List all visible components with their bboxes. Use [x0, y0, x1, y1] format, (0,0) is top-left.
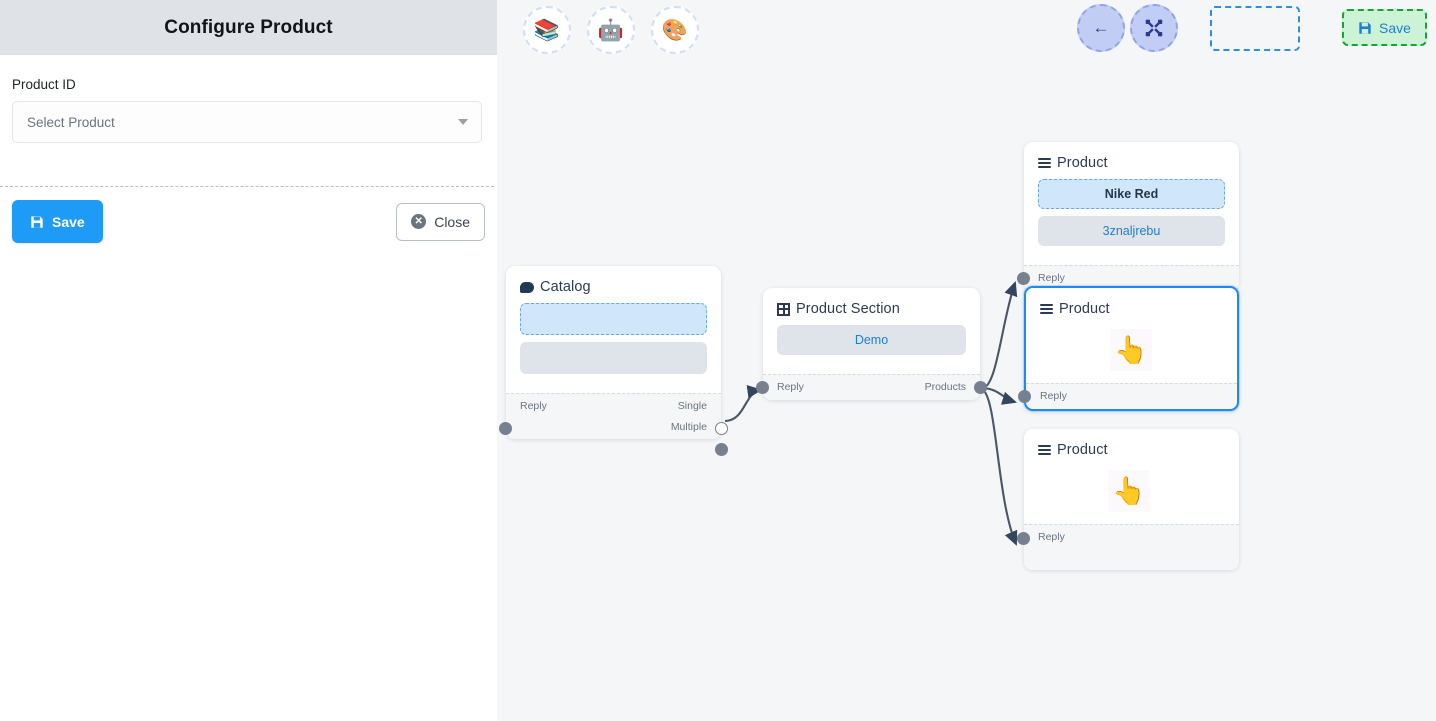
node-product-2-header: Product	[1026, 288, 1237, 323]
flow-canvas[interactable]: 📚 🤖 🎨 ← Save	[497, 0, 1436, 721]
robot-icon: 🤖	[597, 18, 625, 42]
node-catalog-title: Catalog	[540, 279, 591, 295]
panel-body: Product ID Select Product	[0, 55, 497, 143]
node-catalog-handle-single[interactable]	[715, 422, 728, 435]
node-product-section[interactable]: Product Section Demo Reply Products	[756, 288, 987, 400]
close-button-label: Close	[434, 213, 470, 230]
chevron-down-icon	[458, 119, 468, 125]
node-product-3[interactable]: Product 👆 Reply	[1017, 429, 1239, 570]
node-product-2-body: 👆	[1026, 323, 1237, 383]
hamburger-icon	[1038, 442, 1051, 457]
node-product-1-slot-0[interactable]: Nike Red	[1038, 179, 1225, 209]
toolbar-fit-view-button[interactable]	[1130, 4, 1178, 52]
close-circle-icon: ✕	[411, 214, 427, 229]
node-product-section-header: Product Section	[763, 288, 980, 323]
node-catalog-header: Catalog	[506, 266, 721, 301]
node-product-1-slot-1[interactable]: 3znaljrebu	[1038, 216, 1225, 246]
node-product-1-handle-reply[interactable]	[1017, 272, 1030, 285]
edge-section-to-product-1	[982, 281, 1018, 390]
toolbar-tool-palette[interactable]: 🎨	[651, 6, 699, 54]
edge-section-to-product-3	[982, 389, 1018, 546]
toolbar-tool-robot[interactable]: 🤖	[587, 6, 635, 54]
close-button[interactable]: ✕ Close	[396, 202, 485, 241]
node-product-2-handle-reply[interactable]	[1018, 390, 1031, 403]
node-product-3-footer: Reply	[1017, 524, 1239, 570]
toolbar-back-button[interactable]: ←	[1077, 4, 1125, 52]
node-product-3-title: Product	[1057, 442, 1108, 458]
node-product-1[interactable]: Product Nike Red 3znaljrebu Reply	[1017, 142, 1239, 291]
hamburger-icon	[1040, 301, 1053, 316]
node-product-section-footer: Reply Products	[756, 374, 987, 400]
node-product-section-slot-0-label: Demo	[854, 333, 889, 347]
node-catalog-port-reply-label: Reply	[520, 400, 547, 412]
node-product-section-port-reply-label: Reply	[777, 381, 804, 393]
node-product-3-header: Product	[1024, 429, 1239, 464]
back-arrow-icon: ←	[1092, 18, 1110, 37]
node-product-section-handle-products[interactable]	[974, 381, 987, 394]
node-product-3-body: 👆	[1024, 464, 1239, 524]
floppy-disk-icon	[1359, 21, 1371, 34]
toolbar-save-label: Save	[1379, 19, 1411, 36]
node-product-section-port-products-label: Products	[924, 381, 966, 393]
product-select-value: Select Product	[27, 114, 115, 130]
node-product-section-slot-0[interactable]: Demo	[777, 325, 966, 355]
hand-cursor-icon: 👆	[1108, 470, 1150, 512]
node-product-2-title: Product	[1059, 301, 1110, 317]
node-product-2-footer: Reply	[1018, 383, 1237, 409]
node-catalog-port-single-label: Single	[677, 400, 707, 412]
node-product-1-body: Nike Red 3znaljrebu	[1024, 177, 1239, 265]
palette-icon: 🎨	[661, 18, 689, 42]
stack-icon: 📚	[533, 18, 561, 42]
chat-bubble-icon	[520, 281, 534, 293]
node-product-section-handle-reply[interactable]	[756, 381, 769, 394]
node-product-3-handle-reply[interactable]	[1017, 532, 1030, 545]
panel-footer: Save ✕ Close	[0, 200, 497, 243]
floppy-disk-icon	[31, 215, 43, 228]
node-product-1-port-reply-label: Reply	[1038, 272, 1065, 284]
toolbar-tool-stack[interactable]: 📚	[523, 6, 571, 54]
fit-view-icon	[1145, 19, 1163, 37]
node-catalog-handle-reply[interactable]	[499, 422, 512, 435]
node-product-3-port-reply-label: Reply	[1038, 531, 1065, 543]
product-id-label: Product ID	[12, 77, 76, 92]
node-product-2[interactable]: Product 👆 Reply	[1018, 286, 1239, 411]
node-catalog-port-multiple-label: Multiple	[670, 421, 707, 433]
node-product-1-title: Product	[1057, 155, 1108, 171]
node-product-section-title: Product Section	[796, 301, 900, 317]
product-select[interactable]: Select Product	[12, 101, 482, 143]
panel-divider	[0, 186, 494, 187]
hand-cursor-icon: 👆	[1110, 329, 1152, 371]
configure-product-panel: Configure Product Product ID Select Prod…	[0, 0, 497, 721]
grid-icon	[777, 302, 790, 316]
save-button[interactable]: Save	[12, 200, 103, 243]
node-catalog-slot-0[interactable]	[520, 303, 707, 335]
node-product-1-slot-0-label: Nike Red	[1104, 187, 1159, 201]
node-catalog-body	[506, 301, 721, 393]
node-catalog-footer: Reply Single Multiple	[499, 393, 728, 456]
page-title: Configure Product	[164, 16, 333, 38]
panel-header: Configure Product	[0, 0, 497, 55]
node-catalog-handle-multiple[interactable]	[715, 443, 728, 456]
node-product-section-body: Demo	[763, 323, 980, 374]
node-product-1-slot-1-label: 3znaljrebu	[1102, 224, 1161, 238]
hamburger-icon	[1038, 155, 1051, 170]
node-catalog-slot-1[interactable]	[520, 342, 707, 374]
save-button-label: Save	[52, 213, 85, 230]
toolbar-empty-slot[interactable]	[1210, 6, 1300, 51]
toolbar-save-button[interactable]: Save	[1342, 9, 1427, 46]
node-product-2-port-reply-label: Reply	[1040, 390, 1067, 402]
node-catalog[interactable]: Catalog Reply Single Multiple	[499, 266, 728, 456]
node-product-1-header: Product	[1024, 142, 1239, 177]
edge-catalog-to-section	[724, 385, 763, 423]
